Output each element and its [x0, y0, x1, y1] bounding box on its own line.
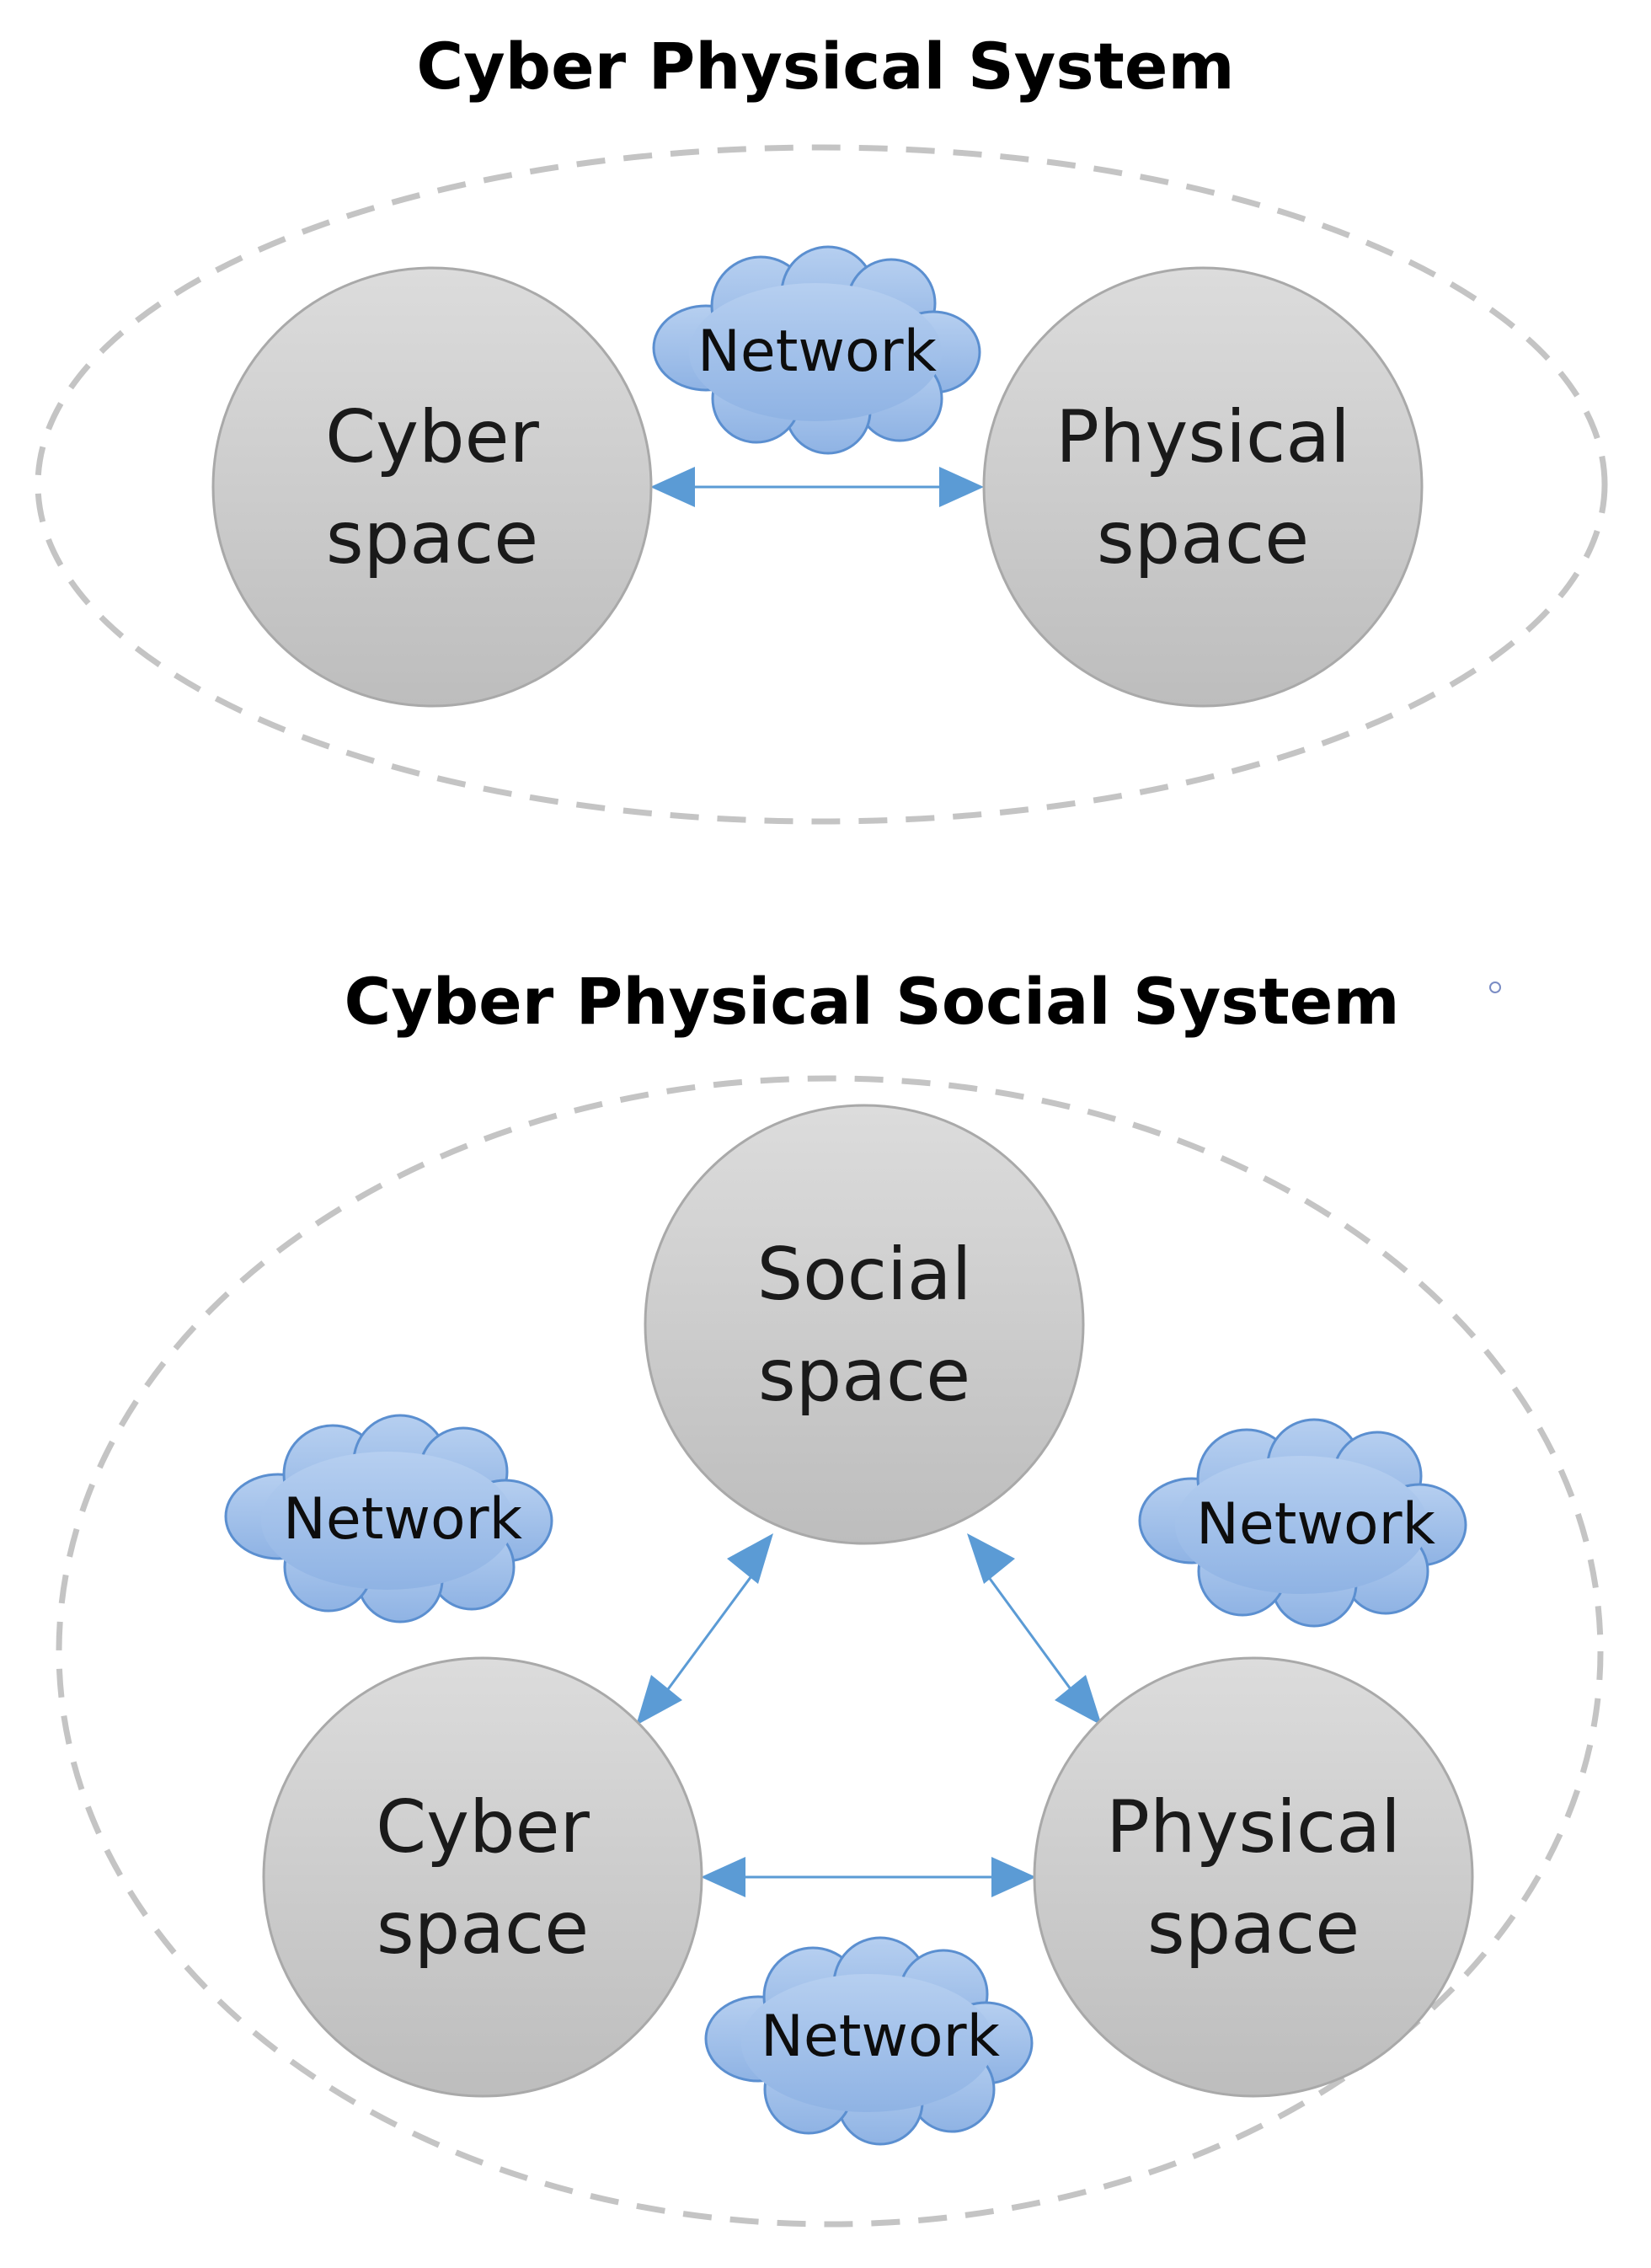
cpss-social-node: Social space [644, 1104, 1085, 1545]
cpss-cyber-circle [262, 1656, 703, 2098]
cps-section: Cyber Physical System Cyber space Physic… [35, 29, 1608, 825]
cpss-cyber-node: Cyber space [262, 1656, 703, 2098]
cpss-network-bottom-label: Network [761, 2003, 1001, 2070]
cps-physical-node: Physical space [982, 266, 1424, 708]
cpss-cyber-physical-head-right [991, 1857, 1036, 1897]
cps-physical-label-line1: Physical [1055, 395, 1350, 479]
cpss-physical-node: Physical space [1033, 1656, 1474, 2098]
cps-arrow-head-left [650, 467, 695, 507]
cps-physical-circle [982, 266, 1424, 708]
cps-network-label: Network [697, 318, 938, 385]
cpss-social-physical-head-top [967, 1533, 1015, 1584]
cps-cyber-node: Cyber space [211, 266, 653, 708]
cpss-network-right-label: Network [1196, 1491, 1436, 1558]
cpss-physical-label-line2: space [1147, 1886, 1360, 1971]
cpss-physical-label-line1: Physical [1106, 1785, 1401, 1869]
cpss-social-physical-head-bottom [1055, 1675, 1102, 1725]
cpss-social-label-line1: Social [757, 1233, 972, 1317]
cpss-network-cloud-right: Network [1138, 1418, 1467, 1628]
cps-arrow-head-right [939, 467, 984, 507]
cps-cyber-label-line2: space [326, 496, 538, 580]
cps-boundary [35, 144, 1608, 825]
cpss-social-circle [644, 1104, 1085, 1545]
cpss-cyber-label-line1: Cyber [376, 1785, 590, 1869]
cpss-cyber-label-line2: space [377, 1886, 589, 1971]
cps-physical-label-line2: space [1097, 496, 1309, 580]
cpss-network-cloud-bottom: Network [704, 1936, 1034, 2146]
cpss-social-cyber-head-top [727, 1533, 773, 1584]
cps-cyber-label-line1: Cyber [325, 395, 539, 479]
cpss-title: Cyber Physical Social System [344, 964, 1399, 1039]
cpss-network-left-label: Network [283, 1486, 523, 1553]
stray-dot [1489, 982, 1501, 993]
cpss-social-label-line2: space [758, 1334, 970, 1418]
cps-cyber-physical-arrow [650, 467, 984, 507]
cpss-section: Cyber Physical Social System Social spac… [56, 964, 1604, 2228]
cpss-social-physical-line [980, 1566, 1082, 1703]
cpss-social-cyber-line [657, 1566, 760, 1703]
cpss-social-physical-arrow [967, 1533, 1102, 1725]
cpss-physical-circle [1033, 1656, 1474, 2098]
cpss-cyber-physical-arrow [701, 1857, 1036, 1897]
cpss-network-cloud-left: Network [224, 1414, 553, 1623]
cpss-social-cyber-head-bottom [636, 1675, 682, 1725]
cps-title: Cyber Physical System [416, 29, 1234, 104]
cpss-social-cyber-arrow [636, 1533, 773, 1725]
cpss-cyber-physical-head-left [701, 1857, 745, 1897]
cpss-boundary [56, 1075, 1604, 2228]
cps-cyber-circle [211, 266, 653, 708]
cps-network-cloud: Network [652, 245, 981, 455]
